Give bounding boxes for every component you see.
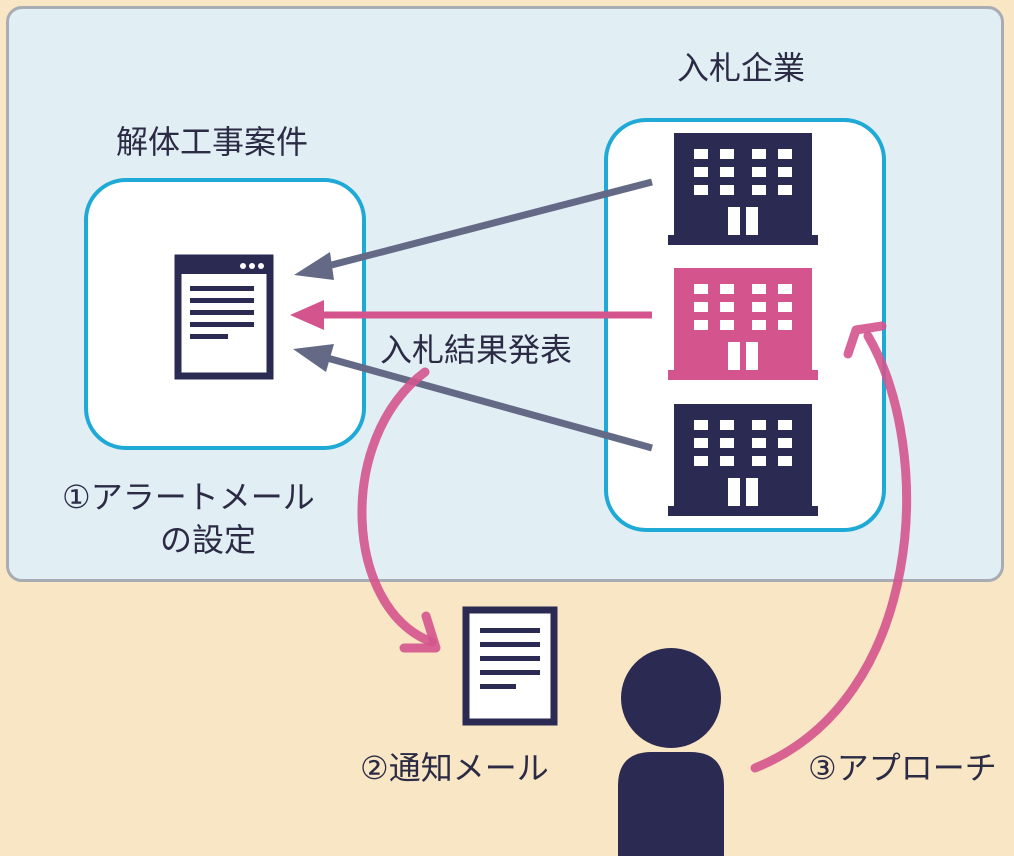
notify-label: ②通知メール xyxy=(360,749,549,787)
result-label: 入札結果発表 xyxy=(380,331,573,369)
alert-label-line1: ①アラートメール xyxy=(62,478,315,516)
approach-label: ③アプローチ xyxy=(808,749,997,787)
approach-curve-arrow xyxy=(750,321,912,773)
alert-label-line2: の設定 xyxy=(160,521,257,559)
building-icon-bottom xyxy=(668,404,818,516)
person-icon xyxy=(618,648,724,856)
building-icon-top xyxy=(668,133,818,245)
bidders-label: 入札企業 xyxy=(677,49,806,87)
arrow-bottom xyxy=(293,344,653,452)
arrow-middle xyxy=(290,300,652,330)
mail-document-icon xyxy=(462,606,558,726)
building-icon-middle xyxy=(668,268,818,380)
document-window-icon xyxy=(174,254,274,380)
project-label: 解体工事案件 xyxy=(116,123,309,161)
arrow-top xyxy=(294,178,653,280)
notify-curve-arrow xyxy=(357,367,441,653)
